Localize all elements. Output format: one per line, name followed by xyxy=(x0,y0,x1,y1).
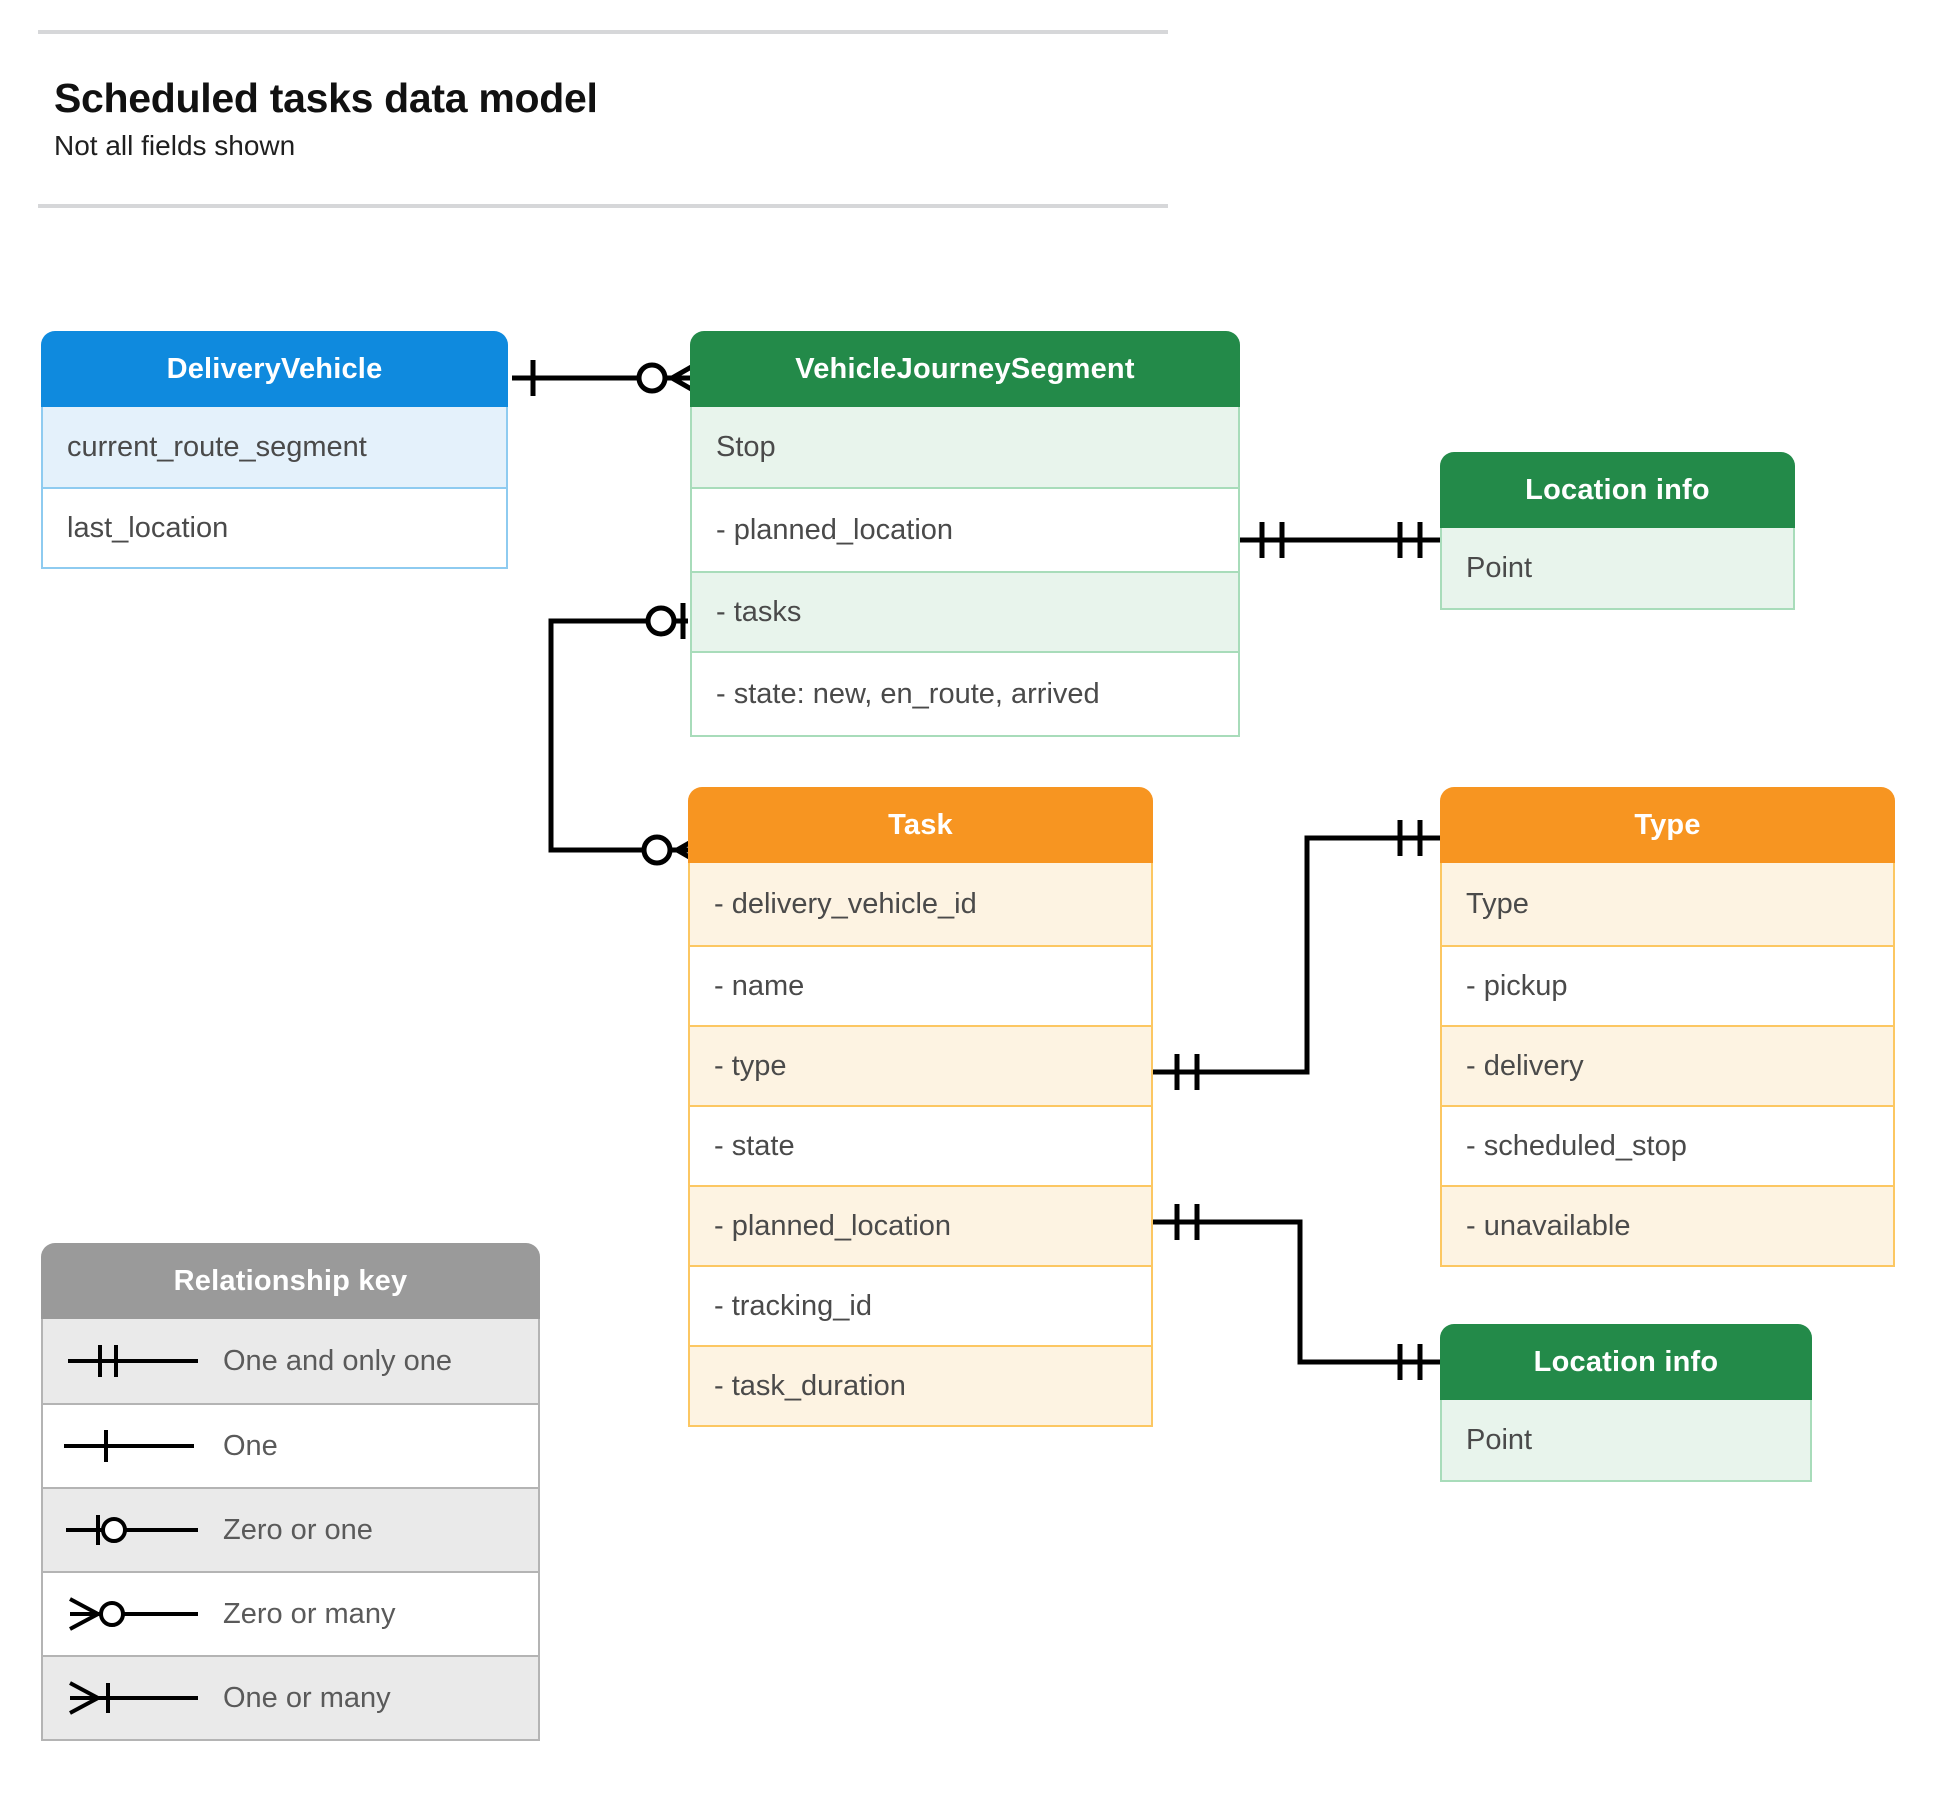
legend-label-one-and-only-one: One and only one xyxy=(223,1344,452,1377)
legend-item-zero-or-many[interactable]: Zero or many xyxy=(43,1571,538,1655)
legend-item-one[interactable]: One xyxy=(43,1403,538,1487)
legend-label-one-or-many: One or many xyxy=(223,1681,391,1714)
field-task-planned-location[interactable]: - planned_location xyxy=(690,1185,1151,1265)
header-rule-bottom xyxy=(38,204,1168,208)
entity-location-info-bottom[interactable]: Location info Point xyxy=(1440,1324,1812,1482)
header-rule-top xyxy=(38,30,1168,34)
entity-task-rows: - delivery_vehicle_id - name - type - st… xyxy=(688,863,1153,1427)
page-subtitle: Not all fields shown xyxy=(54,130,296,161)
legend-item-one-or-many[interactable]: One or many xyxy=(43,1655,538,1739)
legend-title: Relationship key xyxy=(41,1243,540,1319)
field-current-route-segment[interactable]: current_route_segment xyxy=(43,407,506,487)
field-type-delivery[interactable]: - delivery xyxy=(1442,1025,1893,1105)
field-state[interactable]: - state: new, en_route, arrived xyxy=(692,651,1238,735)
field-task-duration[interactable]: - task_duration xyxy=(690,1345,1151,1425)
legend-item-zero-or-one[interactable]: Zero or one xyxy=(43,1487,538,1571)
field-point-bottom[interactable]: Point xyxy=(1442,1400,1810,1480)
field-tasks[interactable]: - tasks xyxy=(692,571,1238,651)
entity-type-rows: Type - pickup - delivery - scheduled_sto… xyxy=(1440,863,1895,1267)
entity-location-info-top-title: Location info xyxy=(1440,452,1795,528)
one-and-only-one-icon xyxy=(43,1339,223,1383)
legend-label-one: One xyxy=(223,1429,278,1462)
zero-or-one-icon xyxy=(43,1508,223,1552)
field-task-name[interactable]: - name xyxy=(690,945,1151,1025)
entity-task[interactable]: Task - delivery_vehicle_id - name - type… xyxy=(688,787,1153,1427)
legend-item-one-and-only-one[interactable]: One and only one xyxy=(43,1319,538,1403)
entity-delivery-vehicle-title: DeliveryVehicle xyxy=(41,331,508,407)
entity-task-title: Task xyxy=(688,787,1153,863)
entity-type-title: Type xyxy=(1440,787,1895,863)
legend-rows: One and only one One xyxy=(41,1319,540,1741)
field-task-state[interactable]: - state xyxy=(690,1105,1151,1185)
field-delivery-vehicle-id[interactable]: - delivery_vehicle_id xyxy=(690,863,1151,945)
legend-label-zero-or-one: Zero or one xyxy=(223,1513,373,1546)
legend-label-zero-or-many: Zero or many xyxy=(223,1597,396,1630)
entity-location-info-top-rows: Point xyxy=(1440,528,1795,610)
entity-type[interactable]: Type Type - pickup - delivery - schedule… xyxy=(1440,787,1895,1267)
field-task-type[interactable]: - type xyxy=(690,1025,1151,1105)
entity-location-info-bottom-title: Location info xyxy=(1440,1324,1812,1400)
field-type-pickup[interactable]: - pickup xyxy=(1442,945,1893,1025)
field-type-unavailable[interactable]: - unavailable xyxy=(1442,1185,1893,1265)
field-tracking-id[interactable]: - tracking_id xyxy=(690,1265,1151,1345)
document-header: Scheduled tasks data model Not all field… xyxy=(38,30,1168,208)
field-stop[interactable]: Stop xyxy=(692,407,1238,487)
entity-location-info-top[interactable]: Location info Point xyxy=(1440,452,1795,610)
legend-relationship-key[interactable]: Relationship key One and only one xyxy=(41,1243,540,1741)
one-icon xyxy=(43,1424,223,1468)
page-title: Scheduled tasks data model xyxy=(54,75,598,121)
entity-location-info-bottom-rows: Point xyxy=(1440,1400,1812,1482)
field-last-location[interactable]: last_location xyxy=(43,487,506,567)
entity-delivery-vehicle[interactable]: DeliveryVehicle current_route_segment la… xyxy=(41,331,508,569)
entity-delivery-vehicle-rows: current_route_segment last_location xyxy=(41,407,508,569)
entity-vehicle-journey-segment[interactable]: VehicleJourneySegment Stop - planned_loc… xyxy=(690,331,1240,737)
field-planned-location[interactable]: - planned_location xyxy=(692,487,1238,571)
entity-vehicle-journey-segment-title: VehicleJourneySegment xyxy=(690,331,1240,407)
field-type-scheduled-stop[interactable]: - scheduled_stop xyxy=(1442,1105,1893,1185)
zero-or-many-icon xyxy=(43,1592,223,1636)
one-or-many-icon xyxy=(43,1676,223,1720)
field-type-label[interactable]: Type xyxy=(1442,863,1893,945)
entity-vehicle-journey-segment-rows: Stop - planned_location - tasks - state:… xyxy=(690,407,1240,737)
field-point-top[interactable]: Point xyxy=(1442,528,1793,608)
